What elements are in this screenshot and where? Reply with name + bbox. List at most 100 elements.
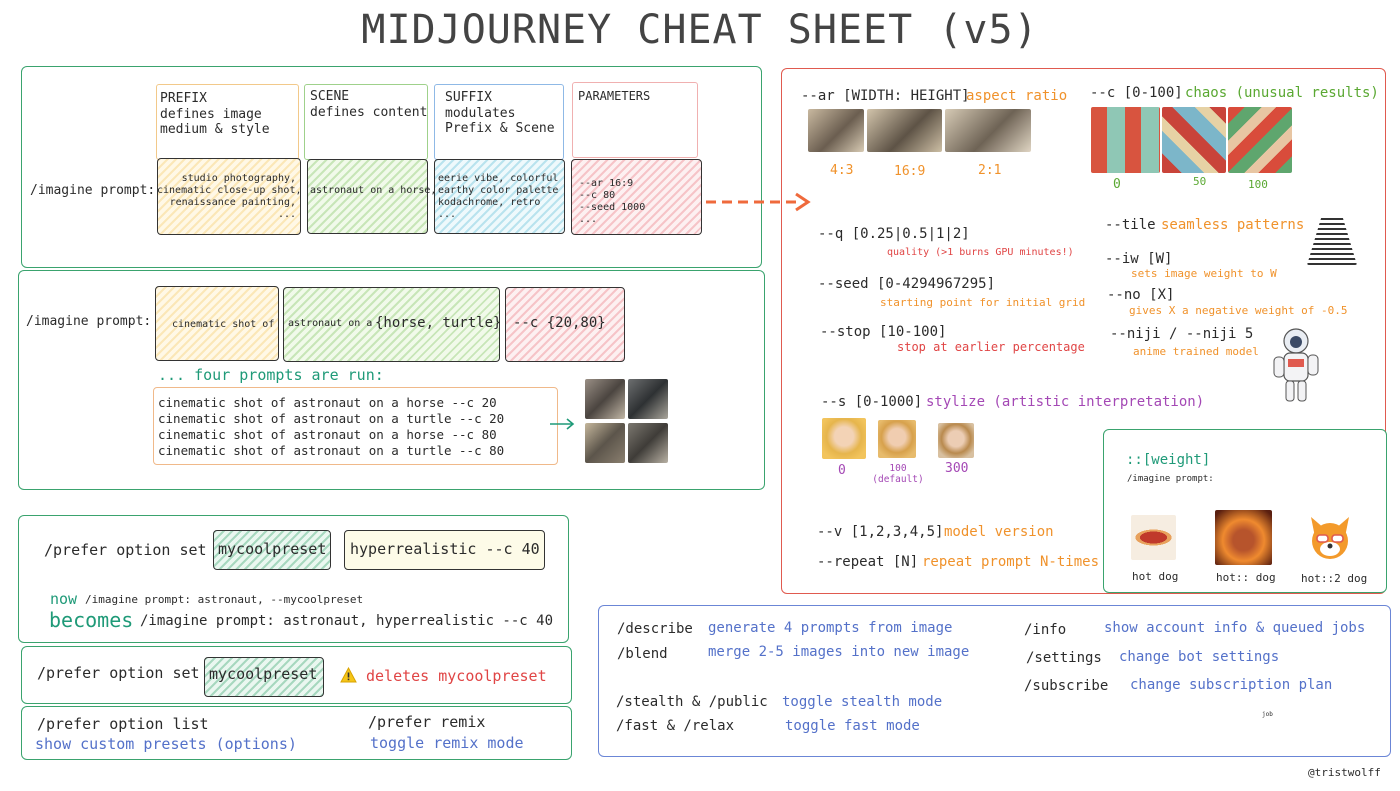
prefer-remix-cmd: /prefer remix — [368, 713, 486, 731]
perm-imagine-label: /imagine prompt: — [26, 314, 152, 329]
tile-cmd: --tile — [1105, 217, 1156, 233]
fast-desc: toggle fast mode — [785, 718, 920, 734]
result-thumb-1 — [585, 379, 625, 419]
preset-name-chip — [213, 530, 331, 570]
suffix-box-text: eerie vibe, colorful earthy color palett… — [438, 173, 559, 220]
info-cmd: /info — [1024, 622, 1067, 638]
perm-box-3 — [505, 287, 625, 362]
result-thumb-4 — [628, 423, 668, 463]
tiny-note: job — [1262, 711, 1273, 718]
perm-box-2-pre: astronaut on a — [288, 318, 373, 329]
chaos-grid-0 — [1091, 107, 1160, 173]
now-text: /imagine prompt: astronaut, --mycoolpres… — [85, 593, 364, 606]
prompt-structure-panel — [21, 66, 762, 268]
ar-label-2: 16:9 — [894, 164, 926, 179]
c-label-1: 0 — [1113, 177, 1121, 192]
prompts-list-box — [153, 387, 558, 465]
scene-box — [307, 159, 428, 234]
ar-label-1: 4:3 — [830, 163, 854, 178]
becomes-text: /imagine prompt: astronaut, hyperrealist… — [140, 613, 554, 629]
iw-cmd: --iw [W] — [1105, 251, 1173, 267]
settings-cmd: /settings — [1026, 650, 1102, 666]
dashed-arrow-icon — [706, 192, 811, 212]
preset-name-text: mycoolpreset — [218, 540, 327, 558]
prefix-box — [157, 158, 301, 235]
repeat-desc: repeat prompt N-times — [922, 554, 1100, 570]
anime-astronaut-image — [1273, 328, 1319, 402]
prefer-delete-panel — [21, 646, 572, 704]
seed-desc: starting point for initial grid — [880, 296, 1086, 309]
suffix-box — [434, 159, 565, 234]
becomes-word: becomes — [49, 608, 134, 632]
prefix-header-text: PREFIX defines image medium & style — [160, 91, 270, 138]
params-box-text: --ar 16:9 --c 80 --seed 1000 ... — [579, 178, 646, 225]
s-cmd: --s [0-1000] — [821, 394, 923, 410]
prefer-remix-desc: toggle remix mode — [370, 734, 524, 752]
stylize-thumb-300 — [938, 423, 974, 458]
scene-header — [304, 84, 428, 160]
subscribe-cmd: /subscribe — [1024, 678, 1109, 694]
ar-thumb-16-9 — [867, 109, 942, 152]
ar-thumb-4-3 — [808, 109, 864, 152]
arrow-right-icon — [550, 418, 575, 430]
stop-cmd: --stop [10-100] — [820, 324, 947, 340]
tile-desc: seamless patterns — [1161, 217, 1305, 233]
stealth-desc: toggle stealth mode — [782, 694, 943, 710]
prompts-list: cinematic shot of astronaut on a horse -… — [158, 395, 505, 458]
now-word: now — [50, 590, 78, 608]
params-header — [572, 82, 698, 158]
perm-box-2 — [283, 287, 500, 362]
scene-box-text: astronaut on a horse, — [310, 185, 437, 196]
ar-cmd: --ar [WIDTH: HEIGHT] — [801, 88, 970, 104]
c-desc: chaos (unusual results) — [1185, 85, 1379, 101]
prefer-delete-label: /prefer option set — [37, 664, 200, 682]
s-label-1: 0 — [838, 463, 846, 478]
imagine-label: /imagine prompt: — [30, 183, 156, 198]
prefer-list-desc: show custom presets (options) — [35, 735, 297, 753]
result-thumb-3 — [585, 423, 625, 463]
weight-sub: /imagine prompt: — [1127, 474, 1214, 484]
perm-box-2-set: {horse, turtle} — [375, 315, 502, 331]
stylize-thumb-0 — [822, 418, 866, 459]
repeat-cmd: --repeat [N] — [817, 554, 919, 570]
delete-name-text: mycoolpreset — [209, 665, 318, 683]
describe-cmd: /describe — [617, 621, 693, 637]
fast-cmd: /fast & /relax — [616, 718, 735, 734]
ar-label-3: 2:1 — [978, 163, 1002, 178]
warning-icon — [340, 667, 357, 683]
ar-thumb-2-1 — [945, 109, 1031, 152]
suffix-header-text: SUFFIX modulates Prefix & Scene — [445, 90, 555, 137]
niji-cmd: --niji / --niji 5 — [1110, 326, 1254, 342]
c-cmd: --c [0-100] — [1090, 85, 1183, 101]
prefer-set-panel — [18, 515, 569, 643]
weight-title: ::[weight] — [1126, 452, 1211, 468]
stop-desc: stop at earlier percentage — [897, 340, 1085, 354]
prefer-list-cmd: /prefer option list — [37, 715, 209, 733]
ar-desc: aspect ratio — [966, 88, 1068, 104]
seed-cmd: --seed [0-4294967295] — [818, 276, 996, 292]
delete-text: deletes mycoolpreset — [366, 667, 547, 685]
prefix-box-text: studio photography, cinematic close-up s… — [157, 173, 302, 220]
s-label-3: 300 — [945, 461, 969, 476]
v-desc: model version — [944, 524, 1054, 540]
params-header-text: PARAMETERS — [578, 89, 651, 103]
prefer-set-label: /prefer option set — [44, 541, 207, 559]
q-desc: quality (>1 burns GPU minutes!) — [887, 247, 1074, 258]
no-desc: gives X a negative weight of -0.5 — [1129, 304, 1348, 317]
perm-box-1 — [155, 286, 279, 361]
perm-box-1-text: cinematic shot of — [172, 319, 275, 330]
blend-cmd: /blend — [617, 646, 668, 662]
c-label-2: 50 — [1193, 175, 1207, 188]
subscribe-desc: change subscription plan — [1130, 677, 1333, 693]
v-cmd: --v [1,2,3,4,5] — [817, 524, 944, 540]
chaos-grid-50 — [1162, 107, 1226, 173]
params-box — [571, 159, 702, 235]
no-cmd: --no [X] — [1107, 287, 1175, 303]
preset-value-text: hyperrealistic --c 40 — [350, 540, 540, 558]
niji-desc: anime trained model — [1133, 345, 1259, 358]
run-label: ... four prompts are run: — [158, 366, 384, 384]
c-label-3: 100 — [1248, 178, 1268, 191]
s-desc: stylize (artistic interpretation) — [926, 394, 1205, 410]
perm-box-3-text: --c {20,80} — [513, 315, 606, 331]
iw-desc: sets image weight to W — [1131, 267, 1277, 280]
